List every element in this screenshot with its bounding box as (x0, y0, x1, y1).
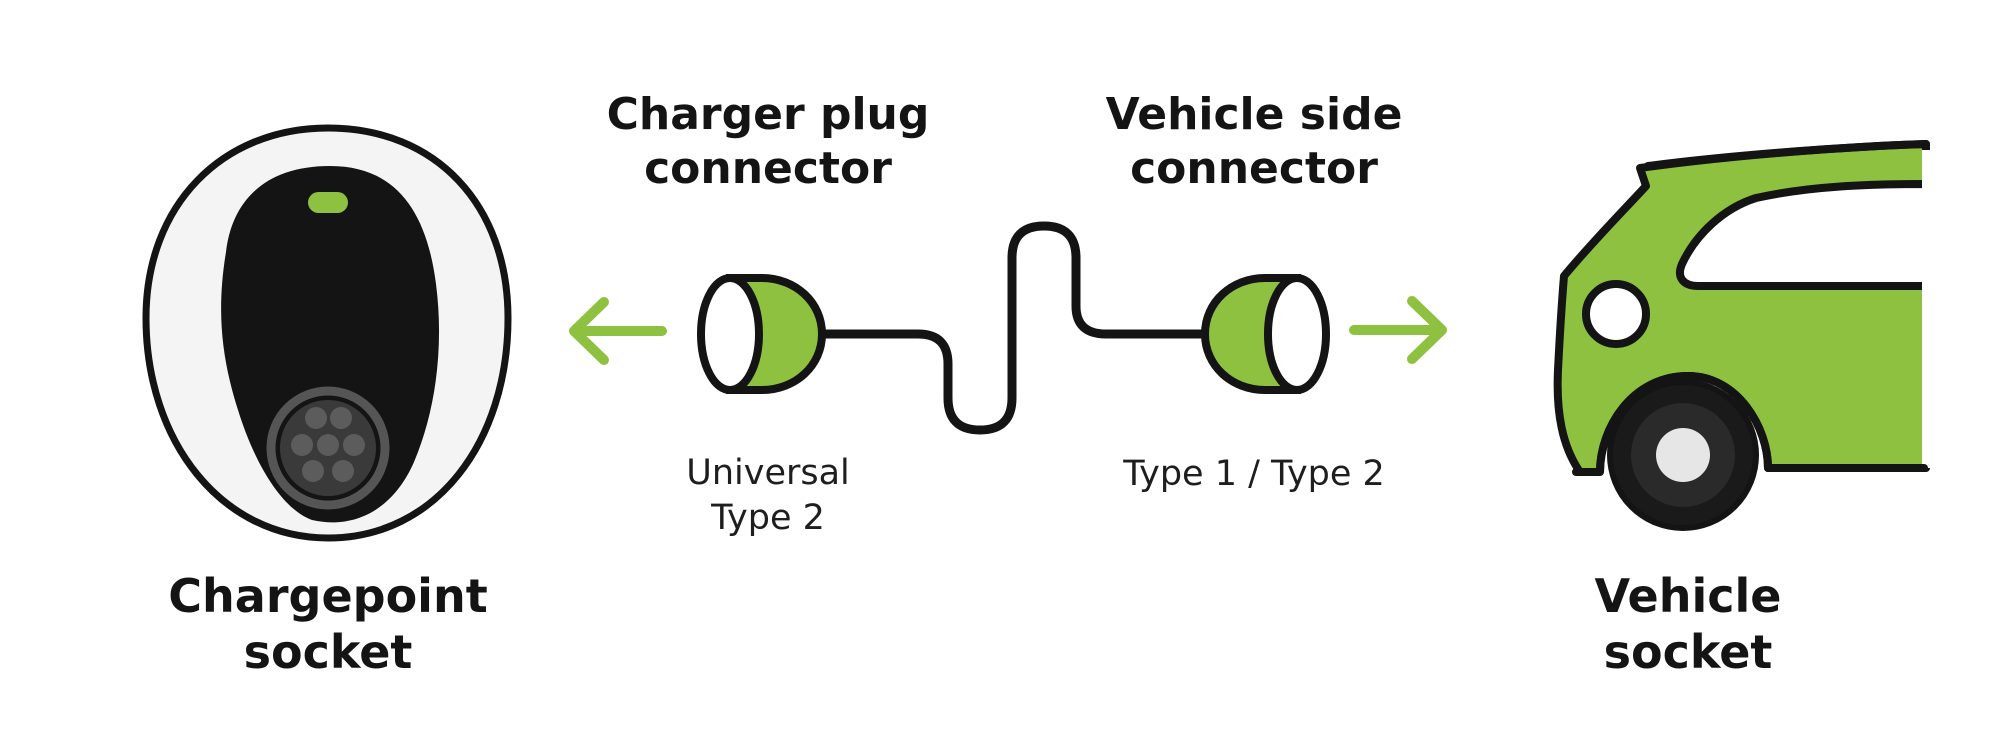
cable-icon (822, 221, 1202, 435)
vehicle-socket-title: Vehicle socket (1594, 569, 1782, 680)
status-light-icon (308, 192, 348, 213)
chargepoint-socket-title: Chargepoint socket (168, 569, 488, 680)
charger-plug-caption: Universal Type 2 (686, 453, 850, 538)
arrow-right-icon (1349, 296, 1447, 364)
charger-plug-icon (697, 274, 827, 394)
vehicle-connector-title: Vehicle side connector (1105, 89, 1403, 194)
vehicle-window-icon (1676, 180, 1930, 290)
vehicle-plug-icon (1200, 274, 1330, 394)
charger-plug-title: Charger plug connector (606, 89, 930, 194)
socket-ring-icon (266, 386, 390, 510)
chargepoint-socket-icon (142, 124, 512, 542)
arrow-left-icon (569, 297, 667, 365)
vehicle-charge-port-icon (1582, 280, 1650, 348)
vehicle-icon (1553, 140, 1930, 531)
vehicle-connector-caption: Type 1 / Type 2 (1123, 454, 1385, 494)
socket-pins-icon (291, 407, 365, 482)
